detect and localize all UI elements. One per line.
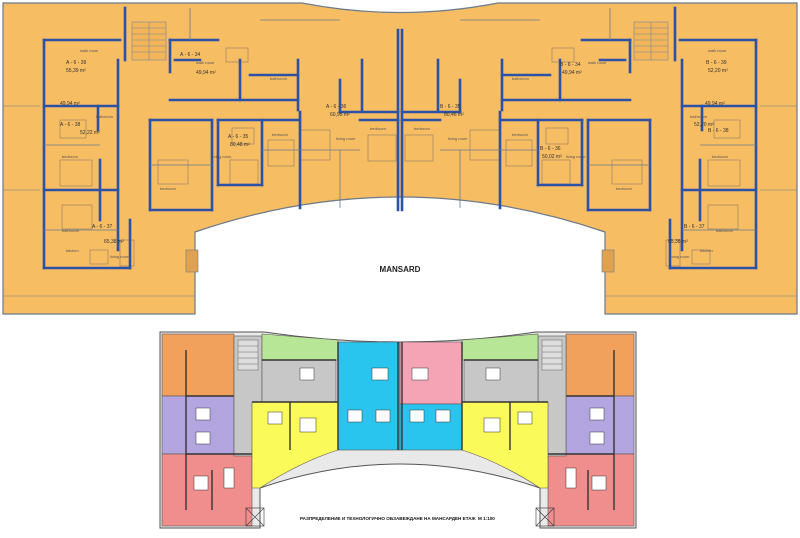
room-label: living room <box>448 136 468 141</box>
room-label: bathroom <box>716 228 734 233</box>
unit-label-b34: B - 6 - 34 <box>560 62 581 68</box>
room-label: bathroom <box>690 114 708 119</box>
zone-pink-mid <box>399 341 463 405</box>
zone-cyan-left <box>337 341 401 451</box>
room-label: walk room <box>196 60 215 65</box>
zone-violet-left <box>161 395 235 455</box>
room-label: walk room <box>708 48 727 53</box>
room-label: bedroom <box>414 126 430 131</box>
unit-label-b37: B - 6 - 37 <box>684 224 705 230</box>
zone-grey-mid-right <box>463 359 539 403</box>
unit-area-a39: 55,39 m² <box>66 68 86 74</box>
zone-grey-mid-left <box>261 359 337 403</box>
unit-label-b38: B - 6 - 38 <box>708 128 729 134</box>
room-label: bedroom <box>370 126 386 131</box>
corridor-area-right: 49,94 m² <box>705 101 725 107</box>
color-furniture <box>193 367 607 491</box>
room-label: living room <box>670 254 690 259</box>
room-label: bedroom <box>616 186 632 191</box>
room-label: bedroom <box>712 154 728 159</box>
partitions <box>44 8 756 231</box>
unit-area-a38: 52,22 m² <box>80 130 100 136</box>
walls <box>42 6 758 270</box>
void-markers <box>245 507 555 527</box>
unit-area-a36: 60,95 m² <box>330 112 350 118</box>
room-label: bathroom <box>270 76 288 81</box>
unit-label-a34: A - 6 - 34 <box>180 52 201 58</box>
plan-scale: М 1:100 <box>478 516 495 521</box>
unit-area-b35: 80,46 m² <box>444 112 464 118</box>
room-label: living room <box>110 254 130 259</box>
room-label: walk room <box>588 60 607 65</box>
unit-label-a35: A - 6 - 35 <box>228 134 249 140</box>
unit-area-b36: 50,02 m² <box>542 154 562 160</box>
zone-salmon-right <box>547 453 635 527</box>
zone-orange-right <box>565 333 635 397</box>
unit-label-a38: A - 6 - 38 <box>60 122 81 128</box>
color-plan: РАЗПРЕДЕЛЕНИЕ И ТЕХНОЛОГИЧНО ОБЗАВЕЖДАНЕ… <box>159 331 637 529</box>
room-label: bedroom <box>160 186 176 191</box>
unit-label-a36: A - 6 - 36 <box>326 104 347 110</box>
zone-green-right <box>461 333 539 361</box>
unit-label-a37: A - 6 - 37 <box>92 224 113 230</box>
zone-violet-right <box>565 395 635 455</box>
mansard-plan: A - 6 - 39 55,39 m² A - 6 - 38 52,22 m² … <box>2 2 798 315</box>
room-label: walk room <box>80 48 99 53</box>
zone-orange-left <box>161 333 235 397</box>
room-label: bathroom <box>62 228 80 233</box>
room-label: kitchen <box>700 248 713 253</box>
unit-label-b39: B - 6 - 39 <box>706 60 727 66</box>
room-label: living room <box>566 154 586 159</box>
room-label: bedroom <box>62 154 78 159</box>
terrace-patch <box>185 249 199 273</box>
corridor-area-left: 49,94 m² <box>60 101 80 107</box>
mansard-label: MANSARD <box>380 265 421 274</box>
unit-area-b38: 52,20 m² <box>694 122 714 128</box>
stair-left <box>131 21 167 61</box>
stair-right <box>633 21 669 61</box>
terrace-patch <box>601 249 615 273</box>
room-label: bathroom <box>96 114 114 119</box>
zone-cyan-right <box>399 403 463 451</box>
color-stair-left <box>237 339 259 371</box>
room-label: bedroom <box>512 132 528 137</box>
unit-label-a39: A - 6 - 39 <box>66 60 87 66</box>
unit-area-a37: 65,38 m² <box>104 239 124 245</box>
color-plan-walls <box>185 342 615 510</box>
room-label: bedroom <box>272 132 288 137</box>
mansard-floor <box>2 2 798 315</box>
unit-area-a34: 49,94 m² <box>196 70 216 76</box>
unit-area-a35: 80,48 m² <box>230 142 250 148</box>
unit-label-b36: B - 6 - 36 <box>540 146 561 152</box>
unit-area-b37: 65,38 m² <box>668 239 688 245</box>
room-label: kitchen <box>66 248 79 253</box>
color-stair-right <box>541 339 563 371</box>
zone-green-left <box>261 333 339 361</box>
room-label: living room <box>336 136 356 141</box>
room-label: bathroom <box>512 76 530 81</box>
furniture <box>59 47 741 267</box>
plan-caption: РАЗПРЕДЕЛЕНИЕ И ТЕХНОЛОГИЧНО ОБЗАВЕЖДАНЕ… <box>300 516 477 521</box>
unit-label-b35: B - 6 - 35 <box>440 104 461 110</box>
room-label: living room <box>212 154 232 159</box>
unit-area-b34: 49,94 m² <box>562 70 582 76</box>
unit-area-b39: 52,20 m² <box>708 68 728 74</box>
